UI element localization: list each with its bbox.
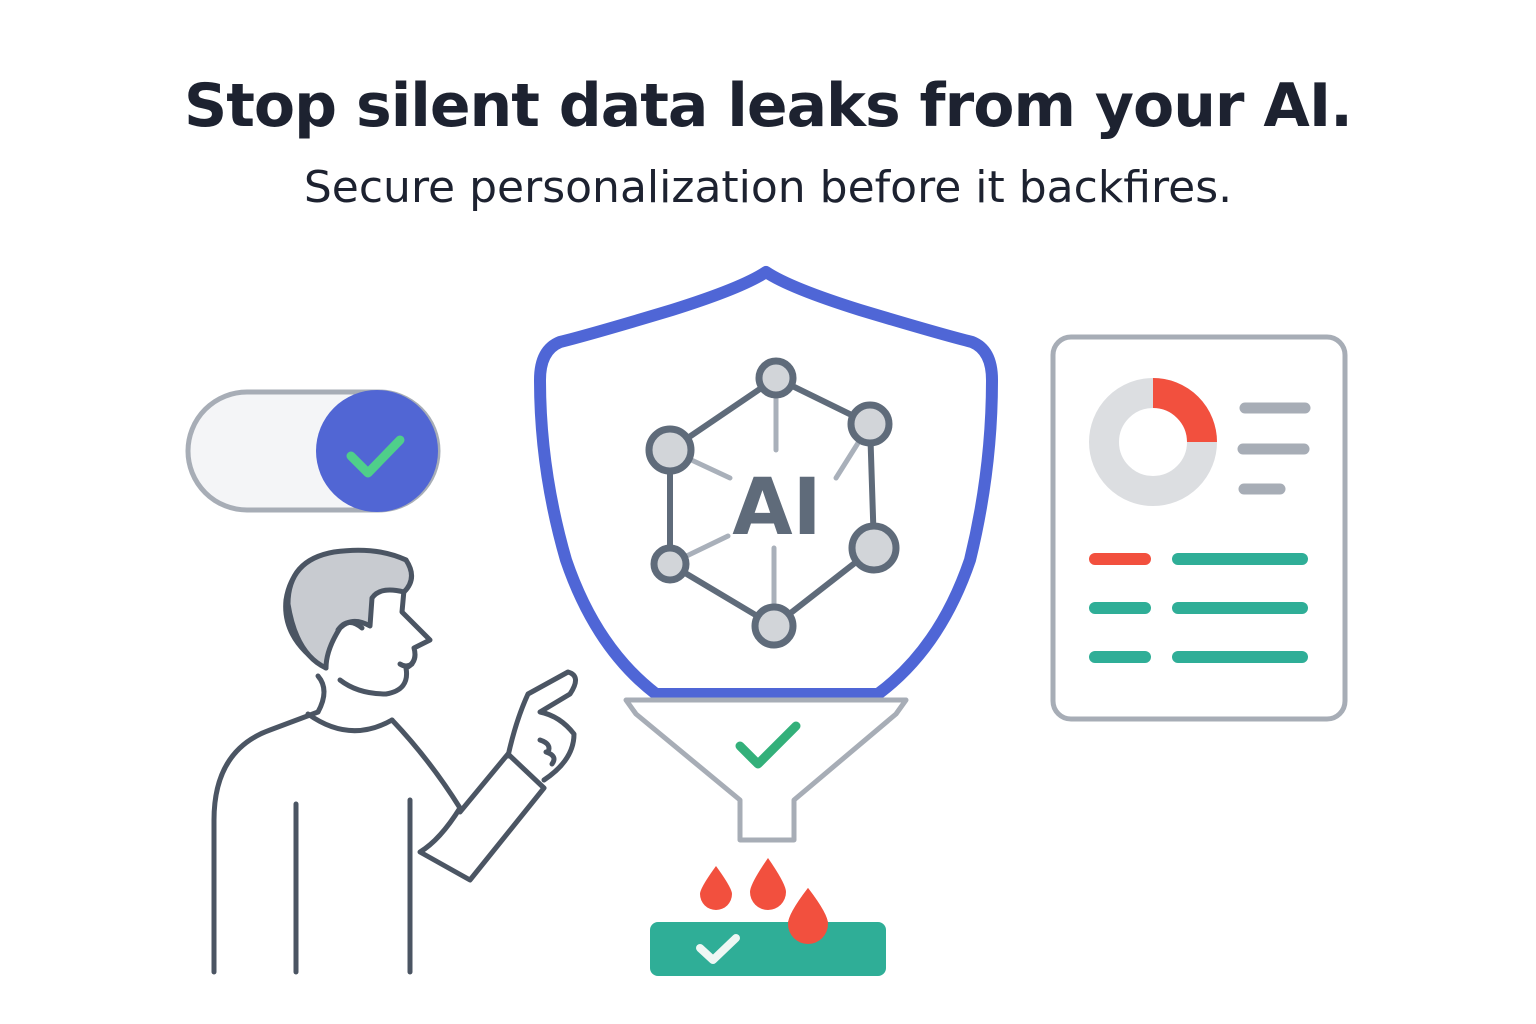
- output-tray: [650, 888, 886, 976]
- funnel-outline: [623, 697, 909, 843]
- drop-icon: [700, 866, 732, 910]
- toggle-knob: [316, 390, 438, 512]
- person-fingers: [537, 737, 557, 767]
- report-card-frame: [1050, 334, 1348, 722]
- filter-funnel: [623, 697, 909, 843]
- shield-outline: [534, 266, 998, 700]
- donut-highlight: [1152, 378, 1217, 443]
- person-body-left: [211, 709, 321, 975]
- person-mouth: [397, 661, 415, 669]
- tray-check-icon: [696, 934, 740, 964]
- shield: AI: [534, 266, 998, 700]
- report-card: [1050, 334, 1348, 722]
- toggle-check-icon: [346, 435, 405, 478]
- person-ear: [335, 620, 365, 633]
- person-collar: [305, 711, 395, 734]
- toggle-switch: [185, 389, 441, 513]
- person-arm: [389, 717, 547, 883]
- shield-ai-label: AI: [732, 463, 821, 553]
- person-neck: [315, 673, 327, 715]
- funnel-check-icon: [735, 721, 801, 769]
- subheadline: Secure personalization before it backfir…: [303, 162, 1233, 213]
- person-hair: [285, 547, 414, 671]
- person-hand: [505, 669, 578, 783]
- network-nodes: [645, 357, 900, 649]
- drop-icon: [750, 858, 786, 910]
- report-status-rows: [1089, 553, 1308, 663]
- drop-icon: [788, 888, 828, 944]
- report-text-lines: [1237, 402, 1311, 495]
- tray-bar: [650, 922, 886, 976]
- person-figure: [211, 547, 578, 975]
- headline: Stop silent data leaks from your AI.: [184, 71, 1353, 141]
